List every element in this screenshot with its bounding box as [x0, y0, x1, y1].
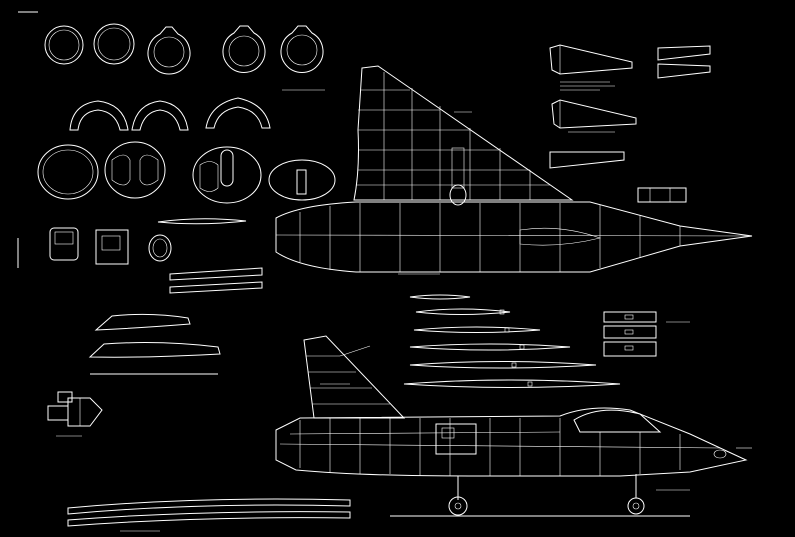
vertical-fin: [303, 335, 406, 419]
panel-part-2: [657, 45, 711, 61]
rib-4: [409, 343, 571, 351]
top-fuselage: [275, 201, 753, 273]
intake-former-row: [37, 141, 336, 204]
nose-section-lower: [88, 342, 221, 358]
rib-5: [409, 361, 597, 369]
rib-2: [415, 308, 511, 315]
wing-rib-stack: [403, 294, 621, 388]
intake-former-3: [192, 146, 262, 204]
half-former-3: [205, 97, 271, 129]
small-bracket: [637, 187, 687, 203]
side-view-aircraft: [275, 335, 752, 517]
half-former-row: [69, 97, 271, 131]
canopy: [573, 409, 662, 433]
linkage-column: [451, 147, 465, 189]
servo-tray-part: [95, 229, 129, 265]
fuselage-side-sections: [88, 313, 221, 375]
main-landing-gear: [448, 476, 468, 516]
panel-part-1: [549, 44, 633, 75]
bulkhead-ring-2: [93, 23, 135, 65]
sliver-part: [157, 218, 247, 225]
nose-section-upper: [94, 313, 191, 331]
half-former-1: [69, 100, 129, 131]
small-ring-part: [148, 234, 172, 262]
panel-parts-upper-right: [549, 44, 711, 203]
bulkhead-ring-4: [222, 25, 266, 73]
rib-3: [413, 326, 541, 333]
panel-part-4: [549, 151, 625, 169]
bulkhead-ring-3: [147, 26, 191, 75]
intake-former-2: [104, 141, 166, 199]
box-parts-right: [603, 311, 690, 357]
nose-landing-gear: [627, 474, 645, 515]
top-view-aircraft: [275, 65, 753, 275]
half-former-2: [131, 100, 189, 131]
panel-part-3: [551, 99, 637, 129]
engine-detail: [47, 391, 103, 437]
bulkhead-ring-row-1: [44, 23, 325, 91]
spar-strips: [67, 498, 351, 532]
side-fuselage: [275, 407, 748, 477]
strip-part-2: [169, 281, 263, 294]
intake-former-1: [37, 144, 99, 200]
intake-former-4: [268, 159, 336, 201]
bulkhead-ring-1: [44, 25, 84, 65]
small-parts-cluster: [17, 218, 263, 294]
canopy-frame-part: [49, 227, 79, 261]
delta-wing-planform: [353, 65, 574, 201]
bulkhead-ring-5: [280, 25, 324, 73]
rib-6: [403, 379, 621, 388]
strip-part-1: [169, 267, 263, 281]
rib-1: [409, 294, 471, 300]
